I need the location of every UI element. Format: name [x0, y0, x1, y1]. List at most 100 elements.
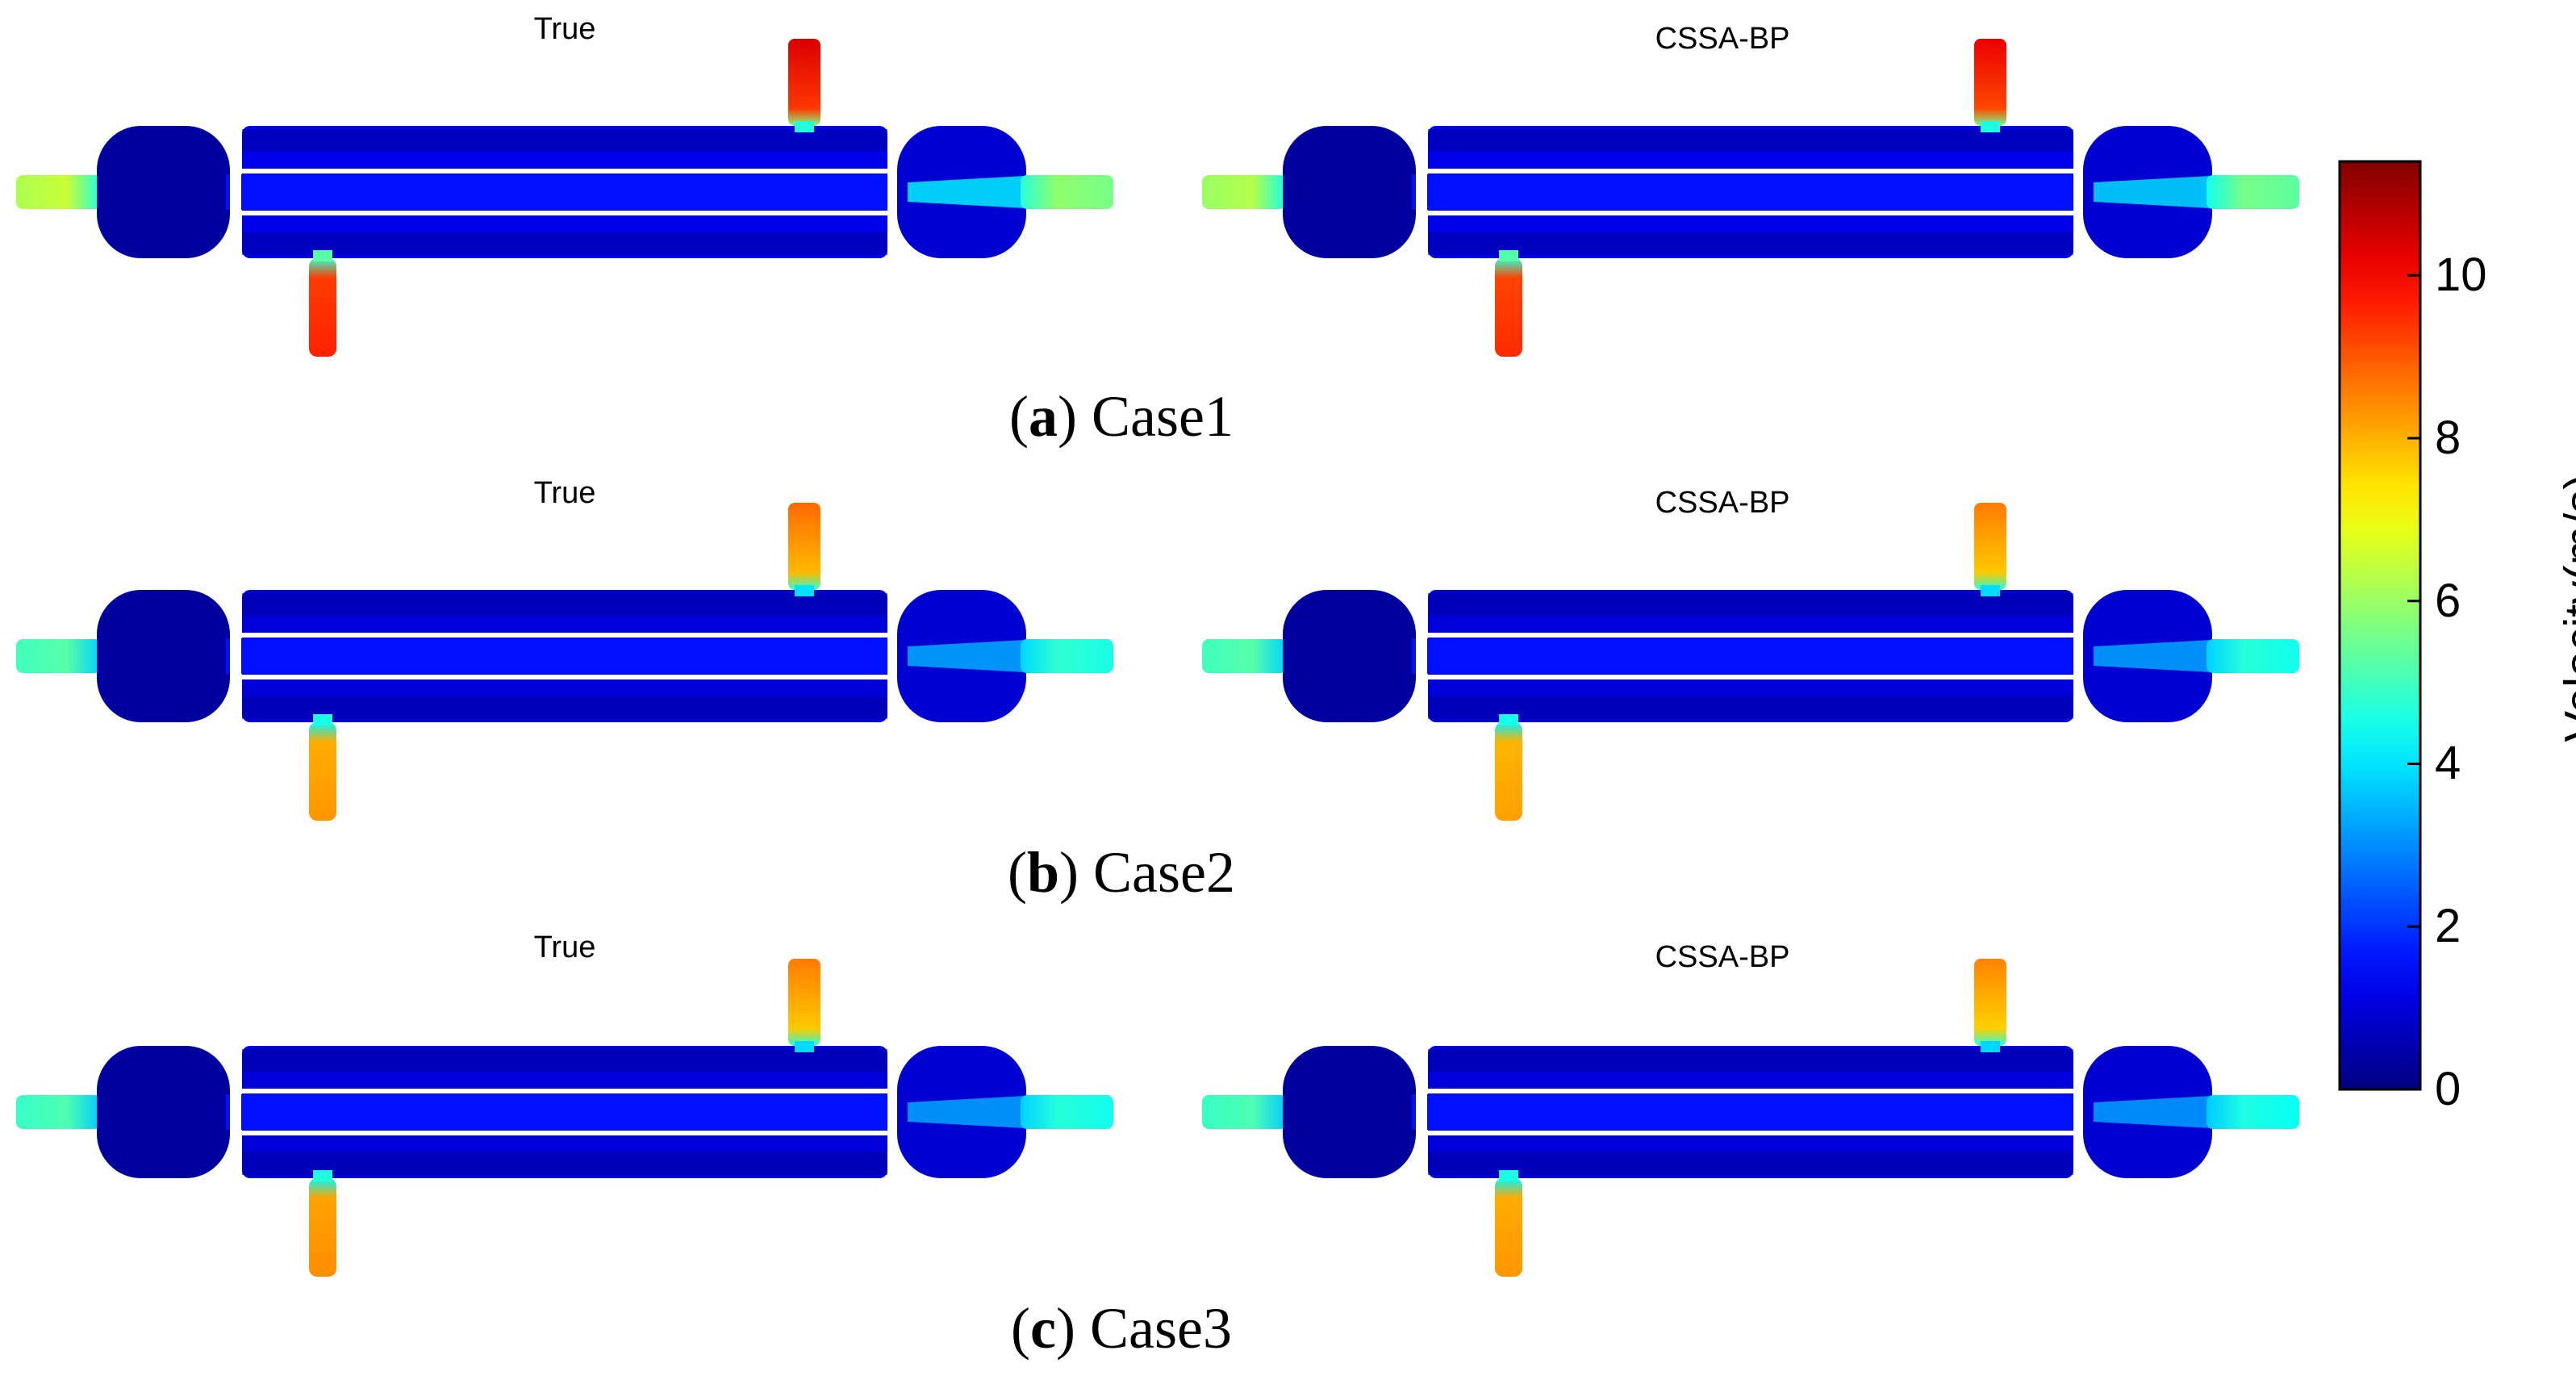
- shell-band-bottom: [1428, 1152, 2073, 1175]
- shell-band-bottom: [1428, 232, 2073, 255]
- upper-nozzle: [788, 503, 820, 590]
- outlet-pipe: [2207, 639, 2299, 673]
- inlet-pipe: [1202, 1095, 1287, 1129]
- outlet-pipe: [2207, 1095, 2299, 1129]
- contour-panel-case2-true: [16, 503, 1113, 821]
- upper-nozzle-neck: [1981, 585, 2000, 596]
- case-caption: (c) Case3: [1011, 1295, 1232, 1362]
- outlet-plume: [908, 1096, 1025, 1128]
- upper-nozzle: [788, 39, 820, 126]
- head-gap-right: [2073, 587, 2083, 725]
- lower-nozzle-neck: [1499, 714, 1518, 725]
- panel-title: CSSA-BP: [1655, 486, 1790, 520]
- lower-nozzle-neck: [313, 250, 332, 261]
- contour-panel-case1-true: [16, 39, 1113, 357]
- case-caption-open-paren: (: [1009, 384, 1029, 449]
- shell-band-top: [242, 1049, 887, 1072]
- contour-panel-case2-predicted: [1202, 503, 2299, 821]
- lower-nozzle-neck: [1499, 250, 1518, 261]
- inlet-pipe: [1202, 175, 1287, 209]
- inlet-pipe: [16, 639, 101, 673]
- outlet-plume: [2094, 176, 2211, 208]
- inlet-pipe: [16, 1095, 101, 1129]
- lower-nozzle-neck: [1499, 1170, 1518, 1181]
- lower-nozzle: [309, 258, 336, 357]
- colorbar-tick-label: 4: [2435, 737, 2461, 790]
- head-gap-right: [887, 1043, 897, 1181]
- upper-nozzle-neck: [1981, 121, 2000, 132]
- outlet-pipe: [1021, 1095, 1113, 1129]
- outlet-plume: [908, 176, 1025, 208]
- contour-panel-case1-predicted: [1202, 39, 2299, 357]
- left-head: [97, 590, 230, 722]
- lower-nozzle-neck: [313, 1170, 332, 1181]
- case-letter: b: [1026, 840, 1060, 905]
- left-head: [97, 126, 230, 258]
- panel-title: CSSA-BP: [1655, 22, 1790, 56]
- tube-bundle: [226, 638, 904, 674]
- left-head: [97, 1046, 230, 1178]
- shell-band-top: [242, 129, 887, 152]
- head-gap-left: [230, 1043, 241, 1181]
- case-letter: a: [1029, 384, 1058, 449]
- case-caption-close-paren: ): [1058, 384, 1092, 449]
- colorbar-tick-label: 10: [2435, 249, 2487, 302]
- lower-nozzle-neck: [313, 714, 332, 725]
- case-name: Case3: [1089, 1296, 1232, 1361]
- shell-band-top: [1428, 593, 2073, 616]
- upper-nozzle: [1974, 503, 2006, 590]
- left-head: [1283, 126, 1416, 258]
- shell-band-top: [242, 593, 887, 616]
- outlet-plume: [908, 640, 1025, 672]
- inlet-pipe: [1202, 639, 1287, 673]
- panel-title: True: [533, 12, 596, 46]
- case-caption: (b) Case2: [1008, 839, 1235, 906]
- upper-nozzle: [1974, 959, 2006, 1046]
- panel-title: True: [533, 476, 596, 510]
- left-head: [1283, 590, 1416, 722]
- head-gap-left: [1416, 1043, 1427, 1181]
- head-gap-left: [230, 123, 241, 261]
- shell-band-top: [1428, 1049, 2073, 1072]
- outlet-pipe: [1021, 639, 1113, 673]
- upper-nozzle-neck: [795, 1041, 814, 1052]
- case-name: Case2: [1093, 840, 1235, 905]
- lower-nozzle: [1495, 1178, 1522, 1277]
- contour-panel-case3-predicted: [1202, 959, 2299, 1277]
- panel-title: CSSA-BP: [1655, 940, 1790, 974]
- case-caption-open-paren: (: [1008, 840, 1027, 905]
- upper-nozzle-neck: [795, 121, 814, 132]
- tube-bundle: [1412, 1094, 2090, 1130]
- tube-bundle: [226, 174, 904, 210]
- shell-band-bottom: [242, 232, 887, 255]
- upper-nozzle-neck: [795, 585, 814, 596]
- head-gap-left: [1416, 587, 1427, 725]
- tube-bundle: [1412, 638, 2090, 674]
- case-caption: (a) Case1: [1009, 383, 1234, 450]
- lower-nozzle: [309, 722, 336, 821]
- tube-bundle: [1412, 174, 2090, 210]
- colorbar-tick-label: 6: [2435, 574, 2461, 627]
- colorbar-tick-label: 0: [2435, 1063, 2461, 1115]
- shell-band-bottom: [1428, 696, 2073, 719]
- tube-bundle: [226, 1094, 904, 1130]
- shell-band-bottom: [242, 696, 887, 719]
- outlet-pipe: [2207, 175, 2299, 209]
- shell-band-bottom: [242, 1152, 887, 1175]
- upper-nozzle: [1974, 39, 2006, 126]
- case-caption-open-paren: (: [1011, 1296, 1031, 1361]
- upper-nozzle-neck: [1981, 1041, 2000, 1052]
- lower-nozzle: [1495, 258, 1522, 357]
- shell-band-top: [1428, 129, 2073, 152]
- lower-nozzle: [1495, 722, 1522, 821]
- upper-nozzle: [788, 959, 820, 1046]
- case-caption-close-paren: ): [1056, 1296, 1090, 1361]
- colorbar-tick-label: 2: [2435, 900, 2461, 953]
- head-gap-right: [2073, 1043, 2083, 1181]
- contour-panel-case3-true: [16, 959, 1113, 1277]
- case-caption-close-paren: ): [1059, 840, 1094, 905]
- head-gap-right: [887, 123, 897, 261]
- outlet-pipe: [1021, 175, 1113, 209]
- inlet-pipe: [16, 175, 101, 209]
